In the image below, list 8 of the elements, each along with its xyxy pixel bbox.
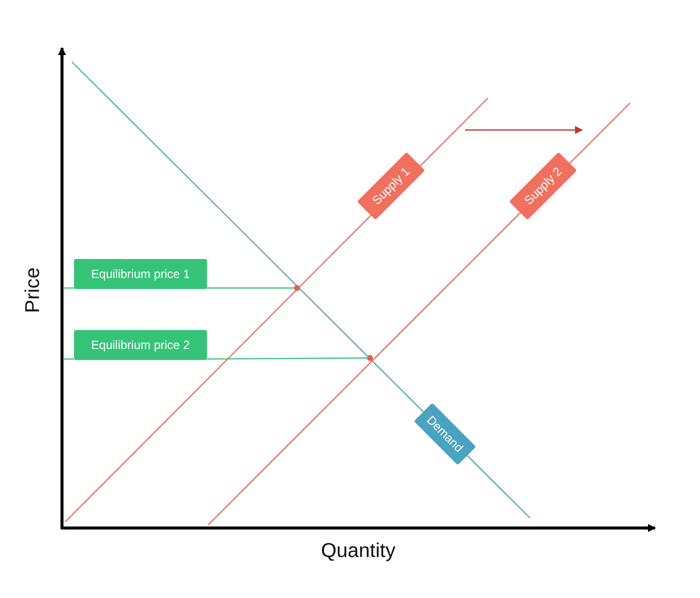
leader-line [207, 287, 294, 289]
equilibrium-point [367, 355, 373, 361]
axis-title: Price [22, 267, 45, 313]
price-label: Equilibrium price 1 [74, 259, 207, 289]
leader-line [207, 357, 367, 360]
price-label: Equilibrium price 2 [74, 330, 207, 360]
axis-title: Quantity [321, 540, 396, 563]
equilibrium-point [294, 285, 300, 291]
